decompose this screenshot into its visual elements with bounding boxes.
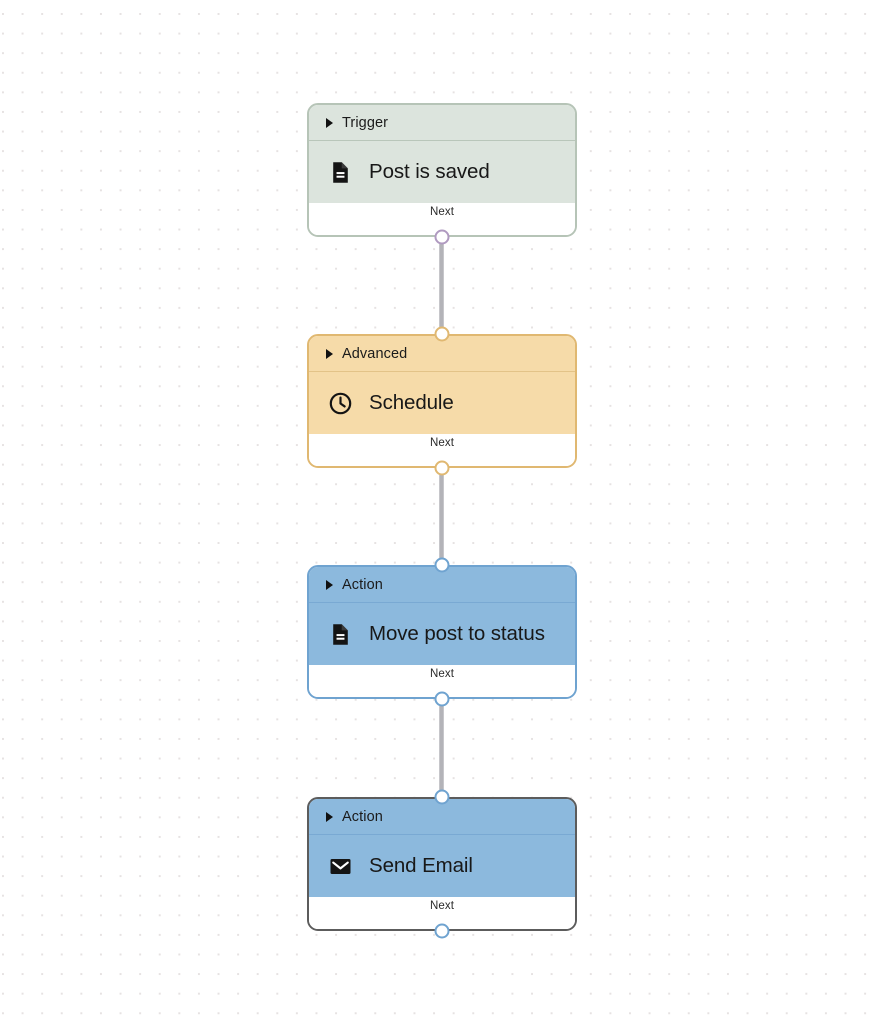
next-branch-label: Next — [429, 668, 455, 680]
node-header[interactable]: Action — [309, 567, 575, 602]
node-divider — [309, 140, 575, 141]
node-input-port[interactable] — [434, 557, 450, 573]
chevron-right-icon[interactable] — [326, 811, 333, 822]
clock-icon — [328, 391, 353, 416]
node-header[interactable]: Action — [309, 799, 575, 834]
node-input-port[interactable] — [434, 326, 450, 342]
node-output-port[interactable] — [434, 691, 450, 707]
chevron-right-icon[interactable] — [326, 579, 333, 590]
envelope-icon — [328, 854, 353, 879]
node-divider — [309, 371, 575, 372]
node-body[interactable]: Send Email — [309, 835, 575, 897]
node-category-label: Action — [342, 808, 383, 825]
node-output-port[interactable] — [434, 460, 450, 476]
document-icon — [328, 160, 353, 185]
next-branch-label: Next — [429, 900, 455, 912]
node-divider — [309, 602, 575, 603]
chevron-right-icon[interactable] — [326, 117, 333, 128]
node-title: Move post to status — [369, 622, 545, 645]
node-input-port[interactable] — [434, 789, 450, 805]
node-title: Send Email — [369, 854, 473, 877]
node-category-label: Advanced — [342, 345, 408, 362]
node-body[interactable]: Schedule — [309, 372, 575, 434]
node-title: Post is saved — [369, 160, 490, 183]
node-body[interactable]: Move post to status — [309, 603, 575, 665]
node-output-port[interactable] — [434, 923, 450, 939]
node-output-port[interactable] — [434, 229, 450, 245]
node-category-label: Trigger — [342, 114, 389, 131]
document-icon — [328, 622, 353, 647]
node-title: Schedule — [369, 391, 454, 414]
node-header[interactable]: Trigger — [309, 105, 575, 140]
node-divider — [309, 834, 575, 835]
next-branch-label: Next — [429, 206, 455, 218]
node-body[interactable]: Post is saved — [309, 141, 575, 203]
node-header[interactable]: Advanced — [309, 336, 575, 371]
node-category-label: Action — [342, 576, 383, 593]
next-branch-label: Next — [429, 437, 455, 449]
chevron-right-icon[interactable] — [326, 348, 333, 359]
